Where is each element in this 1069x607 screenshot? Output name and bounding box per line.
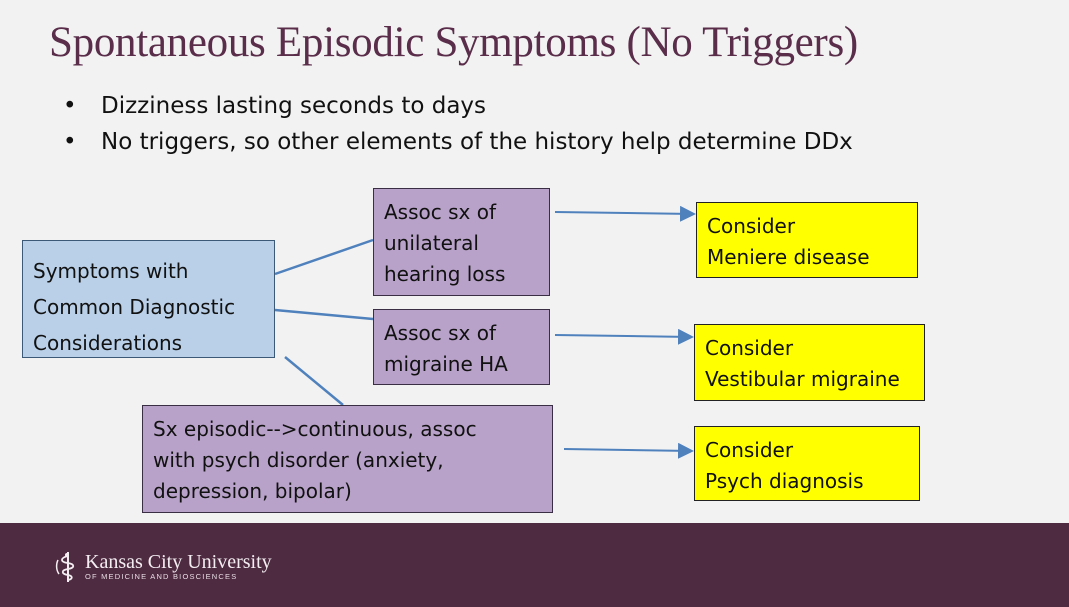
result-box-psych: Consider Psych diagnosis (694, 426, 920, 501)
connector-root-psych (284, 356, 344, 406)
diagram-connectors (274, 205, 696, 459)
condition-box-psych: Sx episodic-->continuous, assoc with psy… (142, 405, 553, 513)
connector-root-hearing (274, 238, 374, 276)
arrow-meniere (554, 205, 696, 222)
arrow-psych (563, 442, 694, 459)
staff-of-asclepius-icon (55, 552, 75, 582)
result-box-vestibular-migraine: Consider Vestibular migraine (694, 324, 925, 401)
condition-box-hearing-loss: Assoc sx of unilateral hearing loss (373, 188, 550, 296)
bullet-icon: • (63, 93, 77, 119)
root-box: Symptoms with Common Diagnostic Consider… (22, 240, 275, 358)
bullet-text: Dizziness lasting seconds to days (101, 93, 487, 119)
slide-content: Spontaneous Episodic Symptoms (No Trigge… (22, 19, 925, 513)
bullet-list: • Dizziness lasting seconds to days • No… (63, 88, 853, 160)
condition-box-migraine: Assoc sx of migraine HA (373, 309, 550, 385)
logo-text: Kansas City University OF MEDICINE AND B… (85, 552, 272, 582)
connector-root-migraine (274, 308, 374, 321)
org-name: Kansas City University (85, 551, 272, 573)
bullet-item: • No triggers, so other elements of the … (63, 124, 853, 160)
slide-title: Spontaneous Episodic Symptoms (No Trigge… (49, 19, 858, 66)
footer-bar: Kansas City University OF MEDICINE AND B… (0, 523, 1069, 607)
arrow-vestibular (554, 328, 694, 345)
org-subtitle: OF MEDICINE AND BIOSCIENCES (85, 572, 238, 581)
result-box-meniere: Consider Meniere disease (696, 202, 918, 278)
bullet-item: • Dizziness lasting seconds to days (63, 88, 853, 124)
university-logo: Kansas City University OF MEDICINE AND B… (55, 550, 272, 584)
bullet-icon: • (63, 129, 77, 155)
bullet-text: No triggers, so other elements of the hi… (101, 129, 853, 155)
